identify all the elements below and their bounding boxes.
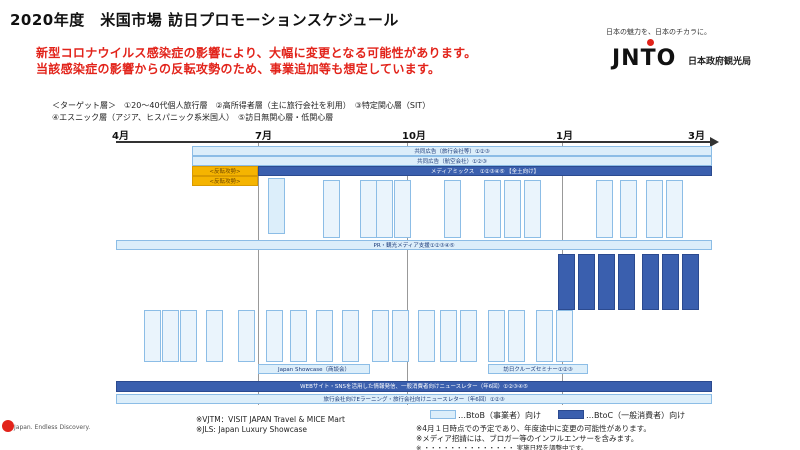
bar-cruise-seminar: 訪日クルーズセミナー①②③ [488, 364, 588, 374]
event-box-12 [646, 180, 663, 238]
lower-box-15 [488, 310, 505, 362]
month-label-jul: 7月 [255, 131, 272, 142]
japan-brand-text: Japan. Endless Discovery. [14, 424, 91, 431]
lower-box-11 [392, 310, 409, 362]
lower-box-1 [144, 310, 161, 362]
note-influencers: ※メディア招請には、ブロガー等のインフルエンサーを含みます。 [416, 434, 639, 443]
month-label-mar: 3月 [688, 131, 705, 142]
logo-org-name: 日本政府観光局 [688, 57, 752, 67]
bar-japan-showcase: Japan Showcase（商談会） [258, 364, 370, 374]
event-box-1 [268, 178, 285, 234]
logo-wordmark: JNTO [612, 46, 677, 71]
btoc-box-2 [578, 254, 595, 310]
note-vjtm: ※VJTM：VISIT JAPAN Travel & MICE Mart [196, 415, 345, 424]
bar-pr-media-support: PR・観光メディア支援①②③④⑤ [116, 240, 712, 250]
lower-box-9 [342, 310, 359, 362]
btoc-box-7 [682, 254, 699, 310]
btoc-box-3 [598, 254, 615, 310]
month-guide-oct [407, 143, 408, 405]
timeline-axis [116, 141, 716, 143]
month-label-apr: 4月 [112, 131, 129, 142]
bar-joint-ad-travel: 共同広告（旅行会社等）①②③ [192, 146, 712, 156]
event-box-2 [323, 180, 340, 238]
lower-box-13 [440, 310, 457, 362]
japan-brand-icon [2, 420, 14, 432]
month-label-jan: 1月 [556, 131, 573, 142]
notice-line-2: 当該感染症の影響からの反転攻勢のため、事業追加等も想定しています。 [36, 62, 441, 76]
lower-box-10 [372, 310, 389, 362]
lower-box-4 [206, 310, 223, 362]
lower-box-14 [460, 310, 477, 362]
btoc-box-1 [558, 254, 575, 310]
event-box-3 [360, 180, 377, 238]
bar-counteroffensive-left: <反転攻勢> [192, 166, 258, 176]
lower-box-8 [316, 310, 333, 362]
legend-label-btob: …BtoB（事業者）向け [458, 411, 542, 420]
legend-label-btoc: …BtoC（一般消費者）向け [586, 411, 686, 420]
event-box-10 [596, 180, 613, 238]
timeline-arrow-icon [710, 137, 719, 147]
event-box-9 [524, 180, 541, 238]
bar-web-sns: WEBサイト・SNSを活用した情報発信、一般消費者向けニュースレター（年6回）①… [116, 381, 712, 392]
lower-box-17 [536, 310, 553, 362]
event-box-6 [444, 180, 461, 238]
notice-line-1: 新型コロナウイルス感染症の影響により、大幅に変更となる可能性があります。 [36, 46, 477, 60]
month-label-oct: 10月 [402, 131, 426, 142]
lower-box-5 [238, 310, 255, 362]
event-box-4 [376, 180, 393, 238]
target-line-1: ＜ターゲット層＞ ①20～40代個人旅行層 ②高所得者層（主に旅行会社を利用） … [52, 101, 431, 110]
lower-box-16 [508, 310, 525, 362]
logo-tagline: 日本の魅力を、日本のチカラに。 [606, 28, 711, 36]
event-box-5 [394, 180, 411, 238]
bar-joint-ad-airline: 共同広告（航空会社）①②③ [192, 156, 712, 166]
logo-dot-icon [647, 39, 654, 46]
target-line-2: ④エスニック層（アジア、ヒスパニック系米国人） ⑤訪日無関心層・低関心層 [52, 113, 334, 122]
legend-swatch-btob [430, 410, 456, 419]
btoc-box-5 [642, 254, 659, 310]
bar-media-mix: メディアミックス ①②③④⑤ 【全土向け】 [258, 166, 712, 176]
btoc-box-4 [618, 254, 635, 310]
month-guide-jul [258, 143, 259, 405]
note-schedule-change: ※4月１日時点での予定であり、年度途中に変更の可能性があります。 [416, 424, 651, 433]
event-box-7 [484, 180, 501, 238]
note-adjusting: ※ ・・・・・・・・・・・・・・ 実施日程を調整中です。 [416, 444, 588, 450]
bar-e-learning: 旅行会社向けEラーニング・旅行会社向けニュースレター（年6回）①②③ [116, 394, 712, 404]
lower-box-3 [180, 310, 197, 362]
lower-box-6 [266, 310, 283, 362]
event-box-8 [504, 180, 521, 238]
event-box-13 [666, 180, 683, 238]
legend-swatch-btoc [558, 410, 584, 419]
lower-box-7 [290, 310, 307, 362]
lower-box-2 [162, 310, 179, 362]
lower-box-12 [418, 310, 435, 362]
btoc-box-6 [662, 254, 679, 310]
note-jls: ※JLS: Japan Luxury Showcase [196, 425, 308, 434]
page-title: 2020年度 米国市場 訪日プロモーションスケジュール [10, 11, 399, 29]
bar-counteroffensive: <反転攻勢> [192, 176, 258, 186]
lower-box-18 [556, 310, 573, 362]
event-box-11 [620, 180, 637, 238]
